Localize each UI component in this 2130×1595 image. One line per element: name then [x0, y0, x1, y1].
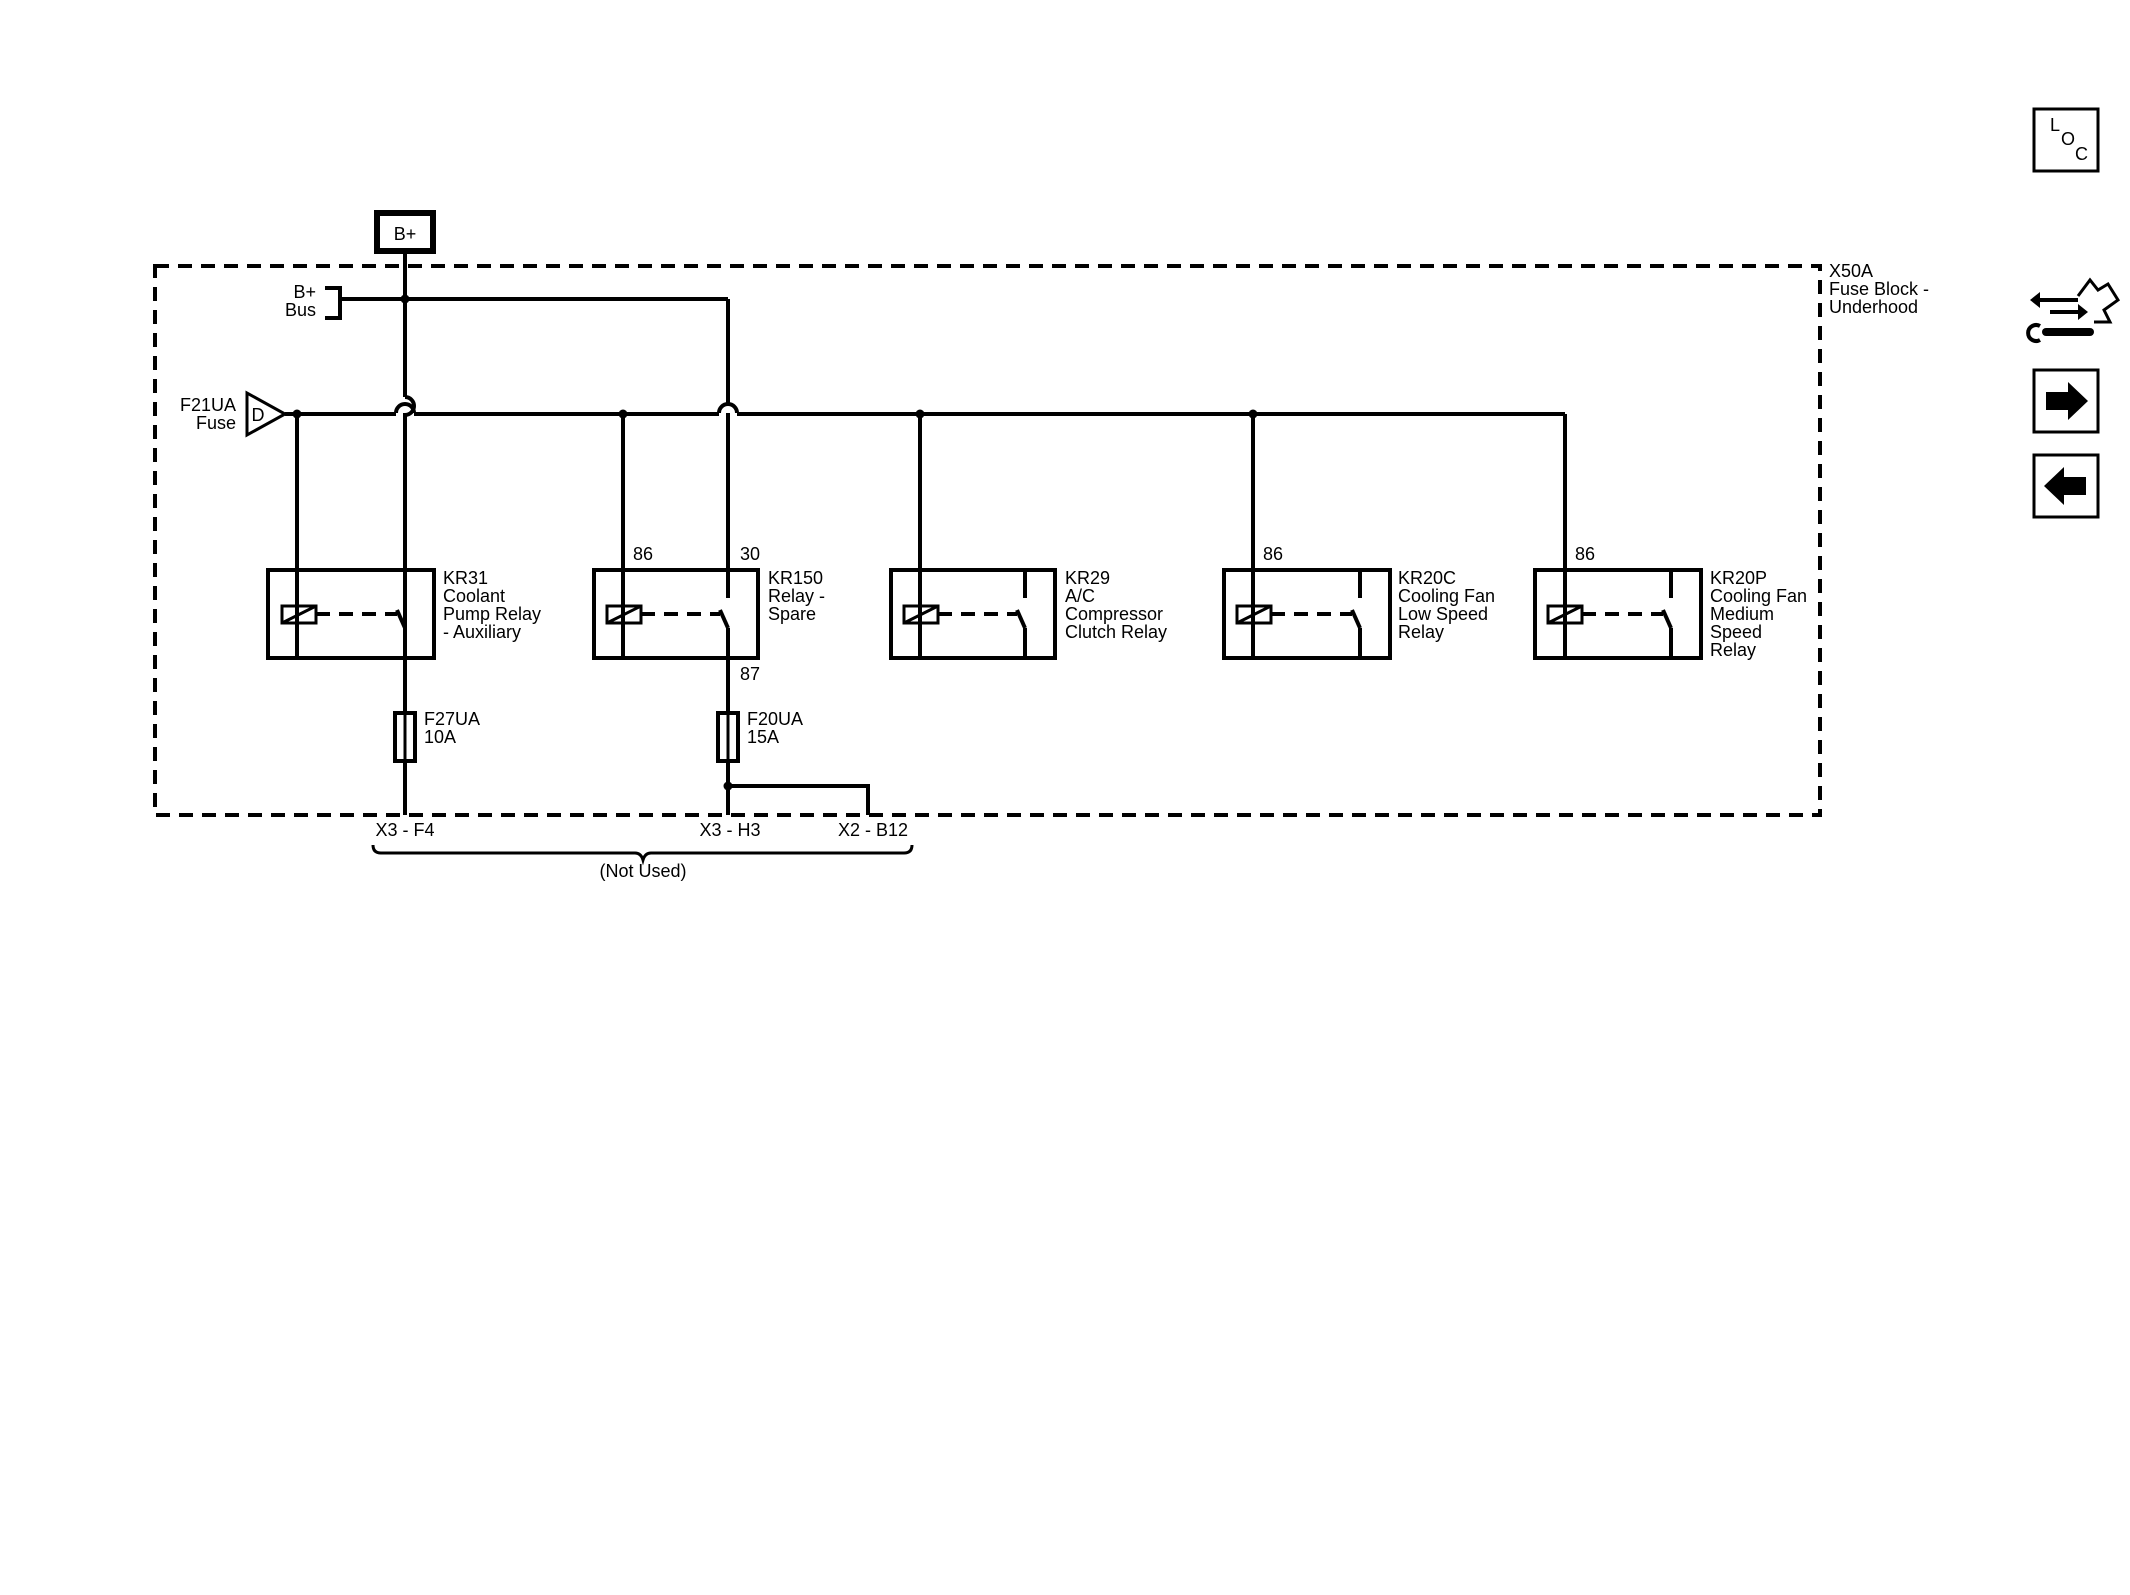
relay-kr31: KR31 Coolant Pump Relay - Auxiliary — [266, 568, 541, 660]
fuse-f27ua-id: F27UA — [424, 709, 480, 729]
fuse-source-f21ua: D F21UA Fuse — [180, 390, 289, 438]
fuse-source-name: Fuse — [196, 413, 236, 433]
loc-button[interactable]: L O C — [2032, 107, 2100, 173]
relay-kr29-line1: A/C — [1065, 586, 1095, 606]
relay-kr20p-line3: Speed — [1710, 622, 1762, 642]
forward-button[interactable] — [2032, 368, 2100, 434]
relay-kr31-line2: Pump Relay — [443, 604, 541, 624]
relay-kr20p-id: KR20P — [1710, 568, 1767, 588]
fuse-block-id: X50A — [1829, 261, 1873, 281]
back-button[interactable] — [2032, 453, 2100, 519]
relay-kr150-line1: Relay - — [768, 586, 825, 606]
relay-kr20c-line1: Cooling Fan — [1398, 586, 1495, 606]
fuse-block-line3: Underhood — [1829, 297, 1918, 317]
connector-wrench-icon[interactable] — [2026, 277, 2121, 343]
loc-c: C — [2075, 144, 2088, 164]
relay-kr29: KR29 A/C Compressor Clutch Relay — [889, 568, 1167, 660]
relay-kr31-line1: Coolant — [443, 586, 505, 606]
arrow-left-icon — [2044, 467, 2086, 505]
battery-label: B+ — [394, 224, 417, 244]
connector-x2-b12: X2 - B12 — [838, 820, 908, 840]
fuse-source-connector: D — [252, 405, 265, 425]
relay-kr20c-line2: Low Speed — [1398, 604, 1488, 624]
relay-kr20p-line2: Medium — [1710, 604, 1774, 624]
relay-kr20c-line3: Relay — [1398, 622, 1444, 642]
bus-bracket: B+ Bus — [285, 282, 728, 320]
relay-kr150-line2: Spare — [768, 604, 816, 624]
relay-kr29-line3: Clutch Relay — [1065, 622, 1167, 642]
relay-kr29-id: KR29 — [1065, 568, 1110, 588]
not-used-label: (Not Used) — [599, 861, 686, 881]
relay-kr20c: 86 KR20C Cooling Fan Low Speed Relay — [1222, 544, 1495, 660]
relay-kr150-pin86: 86 — [633, 544, 653, 564]
connector-x3-h3: X3 - H3 — [699, 820, 760, 840]
bus-label-1: B+ — [293, 282, 316, 302]
relay-kr31-line3: - Auxiliary — [443, 622, 521, 642]
fuse-block-boundary — [153, 264, 1822, 817]
relay-kr31-id: KR31 — [443, 568, 488, 588]
relay-kr29-line2: Compressor — [1065, 604, 1163, 624]
relay-kr20p-line1: Cooling Fan — [1710, 586, 1807, 606]
fuse-f27ua-rating: 10A — [424, 727, 456, 747]
arrow-right-icon — [2046, 382, 2088, 420]
relay-kr150-id: KR150 — [768, 568, 823, 588]
relay-kr150: 86 30 87 KR150 Relay - Spare — [592, 544, 825, 684]
fuse-f20ua-id: F20UA — [747, 709, 803, 729]
fuse-block-line2: Fuse Block - — [1829, 279, 1929, 299]
relay-kr150-pin30: 30 — [740, 544, 760, 564]
connector-x3-f4: X3 - F4 — [375, 820, 434, 840]
fuse-source-id: F21UA — [180, 395, 236, 415]
fuse-f20ua: F20UA 15A — [716, 709, 803, 763]
fuse-f27ua: F27UA 10A — [393, 709, 480, 763]
relay-kr20c-id: KR20C — [1398, 568, 1456, 588]
fuse-f20ua-rating: 15A — [747, 727, 779, 747]
relay-kr20c-pin86: 86 — [1263, 544, 1283, 564]
loc-o: O — [2061, 129, 2075, 149]
relay-kr150-pin87: 87 — [740, 664, 760, 684]
relay-kr20p-line4: Relay — [1710, 640, 1756, 660]
bus-label-2: Bus — [285, 300, 316, 320]
battery-terminal: B+ — [374, 210, 436, 254]
relay-kr20p-pin86: 86 — [1575, 544, 1595, 564]
relay-kr20p: 86 KR20P Cooling Fan Medium Speed Relay — [1533, 544, 1807, 660]
not-used-bracket — [371, 844, 914, 866]
loc-l: L — [2050, 115, 2060, 135]
